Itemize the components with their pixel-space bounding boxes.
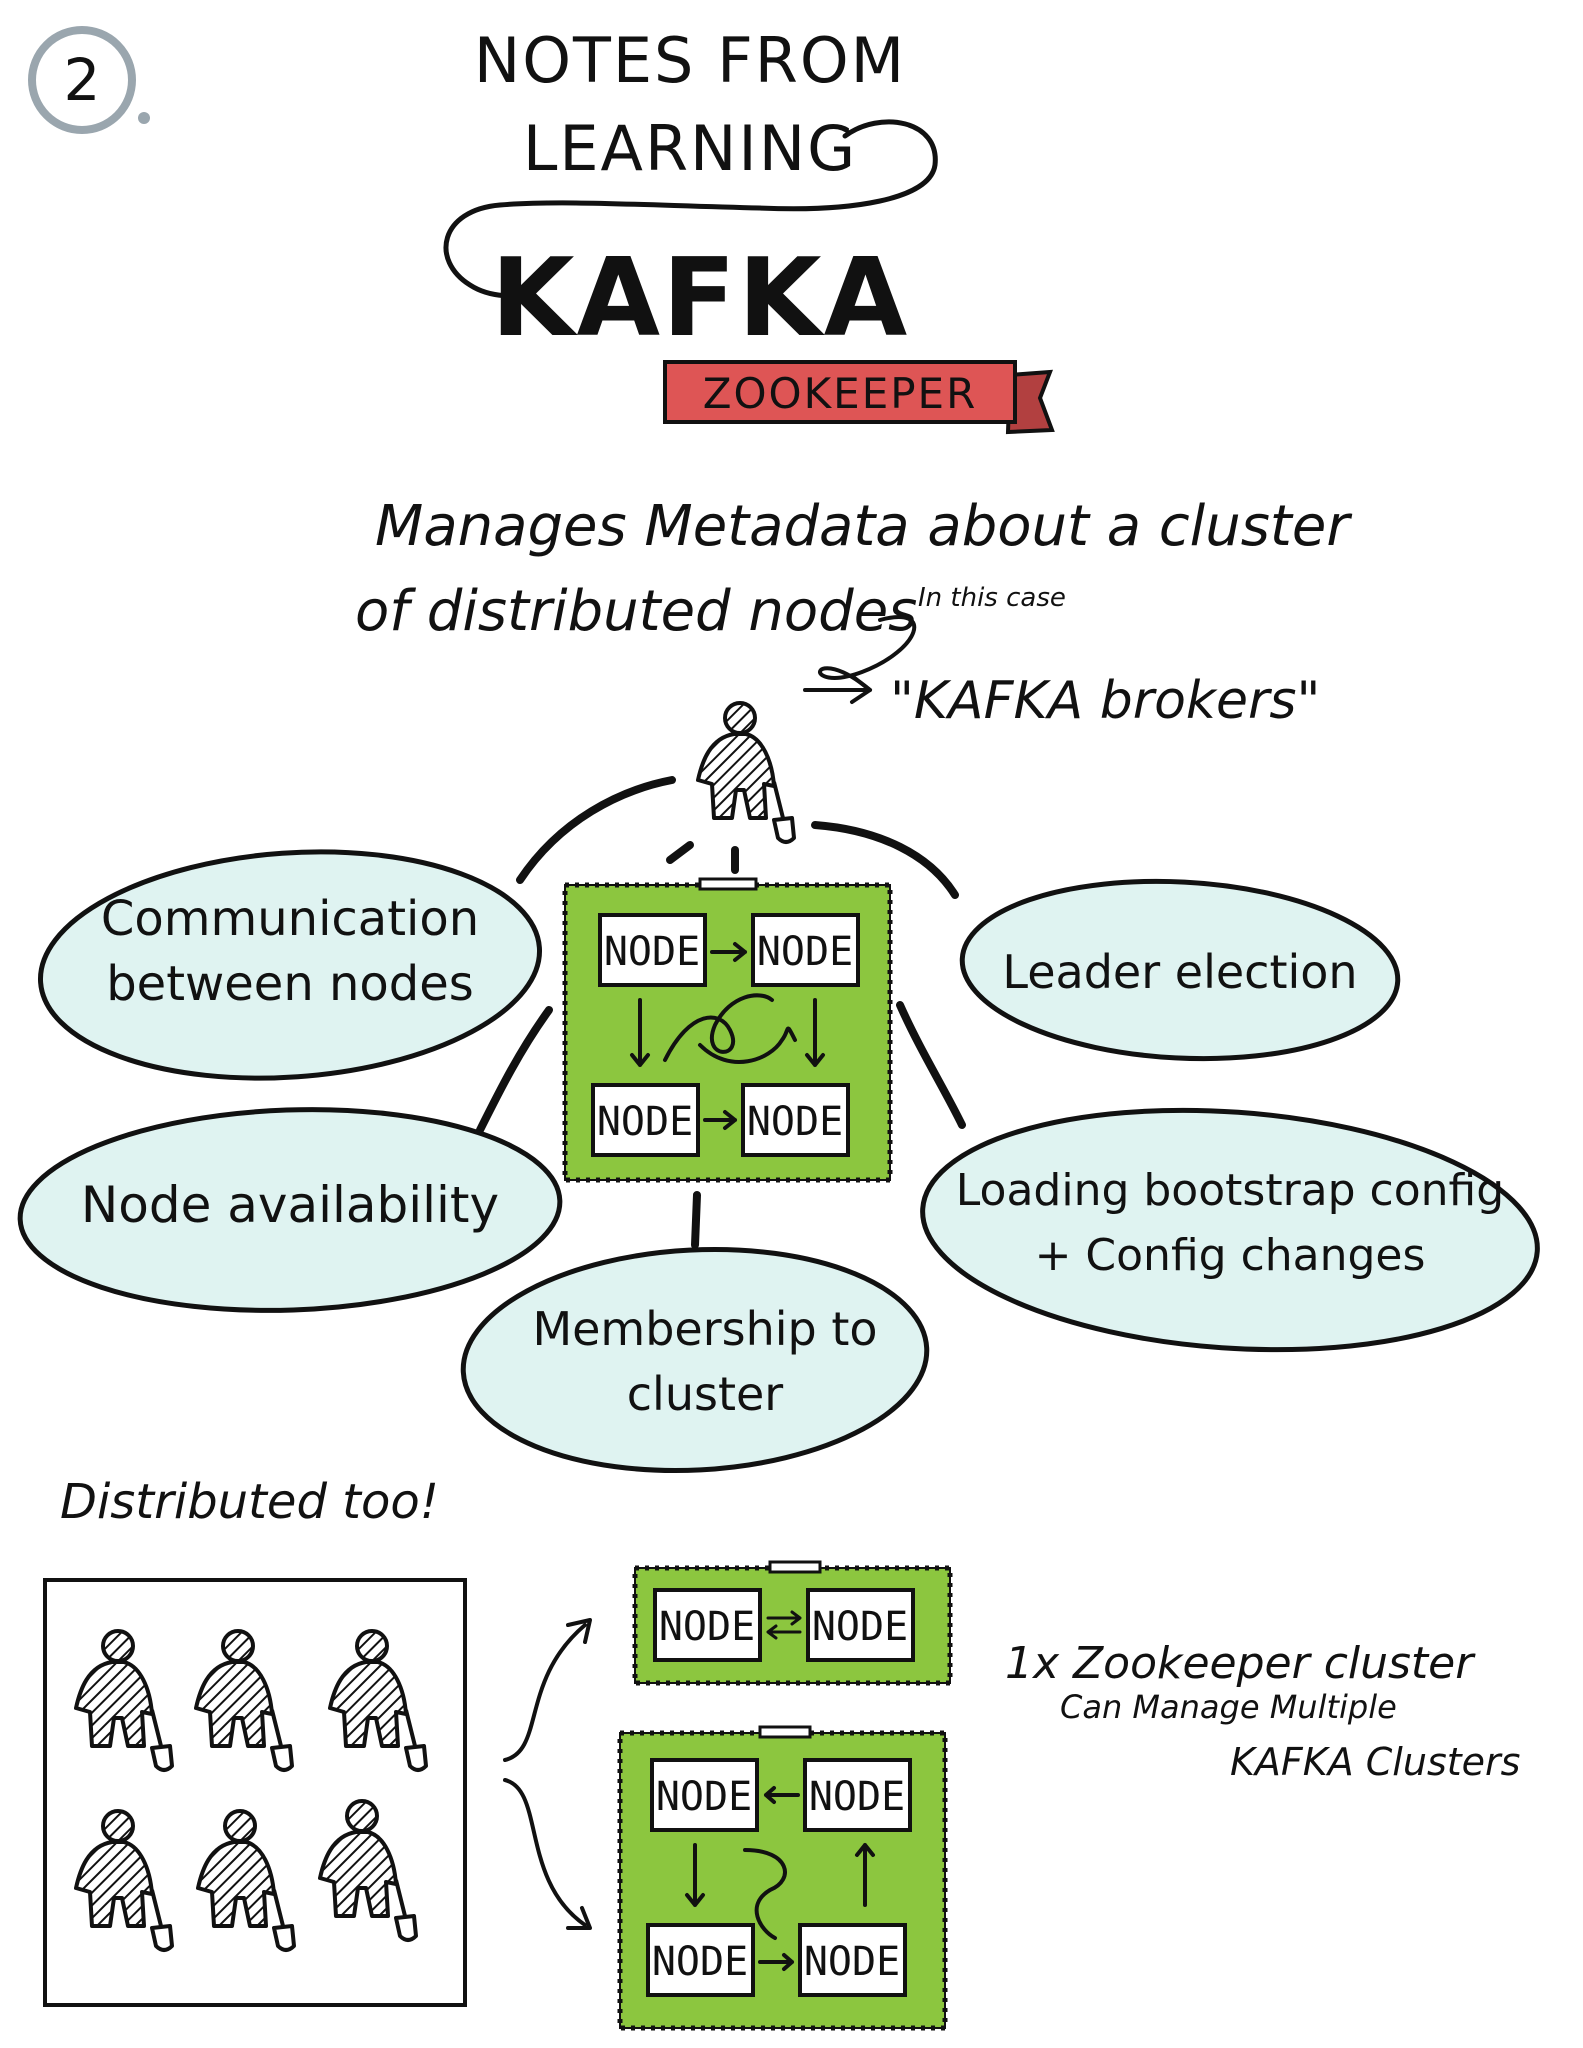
title-main: KAFKA [491,236,909,361]
description-line1: Manages Metadata about a cluster [375,494,1352,559]
side-note-line1: 1x Zookeeper cluster [1005,1638,1476,1689]
kafka-cluster-large: NODE NODE NODE NODE [617,1725,948,2031]
title-swoosh [443,119,938,299]
svg-text:NODE: NODE [812,1604,908,1650]
description-line2: of distributed nodes [355,579,917,644]
svg-text:NODE: NODE [757,929,853,975]
node-box: NODE [751,913,860,987]
title-line2: LEARNING [523,112,857,185]
title-block: NOTES FROM LEARNING KAFKA [443,24,938,361]
node-box: NODE [798,1923,907,1997]
bubble-bootstrap: Loading bootstrap config + Config change… [920,1107,1540,1353]
side-note: 1x Zookeeper cluster Can Manage Multiple… [1005,1638,1520,1784]
node-box: NODE [653,1588,762,1662]
bubble-membership: Membership to cluster [460,1246,930,1474]
zookeeper-ensemble [43,1578,467,2007]
connectors [476,776,966,1249]
node-box: NODE [591,1083,700,1157]
bubble-communication-line2: between nodes [106,956,474,1012]
node-box: NODE [803,1758,912,1832]
bubble-membership-line1: Membership to [532,1302,877,1356]
description-aside: In this case [918,583,1066,613]
node-box: NODE [806,1588,915,1662]
svg-text:NODE: NODE [809,1774,905,1820]
title-line1: NOTES FROM [474,24,906,97]
bubble-communication: Communication between nodes [37,849,543,1081]
description-block: Manages Metadata about a cluster of dist… [355,494,1352,731]
bubble-bootstrap-line1: Loading bootstrap config [956,1165,1504,1216]
svg-text:NODE: NODE [659,1604,755,1650]
central-cluster: NODE NODE NODE NODE [562,877,893,1183]
node-box: NODE [741,1083,850,1157]
svg-text:NODE: NODE [597,1099,693,1145]
page-number-badge: 2 [28,26,150,134]
zookeeper-figure-icon [696,701,796,844]
zookeeper-banner: ZOOKEEPER [663,360,1055,435]
bubble-availability-line1: Node availability [81,1176,499,1234]
distributed-label: Distributed too! [60,1474,439,1530]
description-callout: "KAFKA brokers" [890,671,1320,731]
svg-text:NODE: NODE [804,1939,900,1985]
bubble-availability: Node availability [17,1107,563,1313]
bubble-communication-line1: Communication [101,891,479,947]
svg-text:NODE: NODE [656,1774,752,1820]
node-box: NODE [650,1758,759,1832]
bubble-bootstrap-line2: + Config changes [1035,1230,1426,1281]
page-number: 2 [64,46,101,114]
node-box: NODE [646,1923,755,1997]
kafka-cluster-small: NODE NODE [632,1560,953,1686]
ensemble-arrows [503,1618,592,1930]
svg-text:NODE: NODE [747,1099,843,1145]
side-note-line2: Can Manage Multiple [1060,1688,1397,1726]
bubble-membership-line2: cluster [627,1367,784,1421]
svg-text:NODE: NODE [604,929,700,975]
side-note-line3: KAFKA Clusters [1230,1740,1520,1784]
bubble-leader-line1: Leader election [1002,945,1357,999]
bubble-leader: Leader election [959,878,1401,1062]
svg-text:NODE: NODE [652,1939,748,1985]
banner-label: ZOOKEEPER [703,369,978,418]
node-box: NODE [598,913,707,987]
